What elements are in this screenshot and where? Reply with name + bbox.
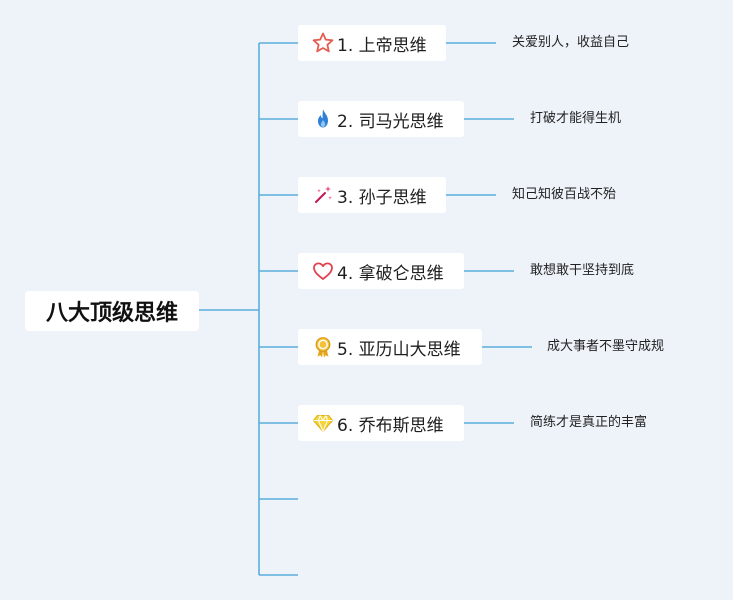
root-node[interactable]: 八大顶级思维 <box>25 291 199 331</box>
branch-desc-5: 成大事者不墨守成规 <box>547 339 665 354</box>
branch-desc-4: 敢想敢干坚持到底 <box>530 263 635 278</box>
branch-label-4: 4. 拿破仑思维 <box>337 263 444 284</box>
heart-icon <box>311 259 335 283</box>
branch-label-3: 3. 孙子思维 <box>337 187 427 208</box>
diamond-icon <box>311 411 335 435</box>
flame-icon <box>311 107 335 131</box>
branch-desc-6: 简练才是真正的丰富 <box>530 415 648 430</box>
branch-desc-3: 知己知彼百战不殆 <box>512 187 617 202</box>
branch-node-1[interactable]: 1. 上帝思维 <box>298 25 446 61</box>
branch-node-4[interactable]: 4. 拿破仑思维 <box>298 253 464 289</box>
branch-label-2: 2. 司马光思维 <box>337 111 444 132</box>
branch-label-1: 1. 上帝思维 <box>337 35 427 56</box>
branch-label-5: 5. 亚历山大思维 <box>337 339 461 360</box>
branch-label-6: 6. 乔布斯思维 <box>337 415 444 436</box>
branch-desc-2: 打破才能得生机 <box>530 111 622 126</box>
branch-node-2[interactable]: 2. 司马光思维 <box>298 101 464 137</box>
branch-desc-1: 关爱别人，收益自己 <box>512 35 630 50</box>
branch-node-5[interactable]: 5. 亚历山大思维 <box>298 329 482 365</box>
star-icon <box>311 31 335 55</box>
magic-wand-icon <box>311 183 335 207</box>
branch-node-3[interactable]: 3. 孙子思维 <box>298 177 446 213</box>
root-label: 八大顶级思维 <box>45 301 178 326</box>
medal-icon <box>311 335 335 359</box>
branch-node-6[interactable]: 6. 乔布斯思维 <box>298 405 464 441</box>
